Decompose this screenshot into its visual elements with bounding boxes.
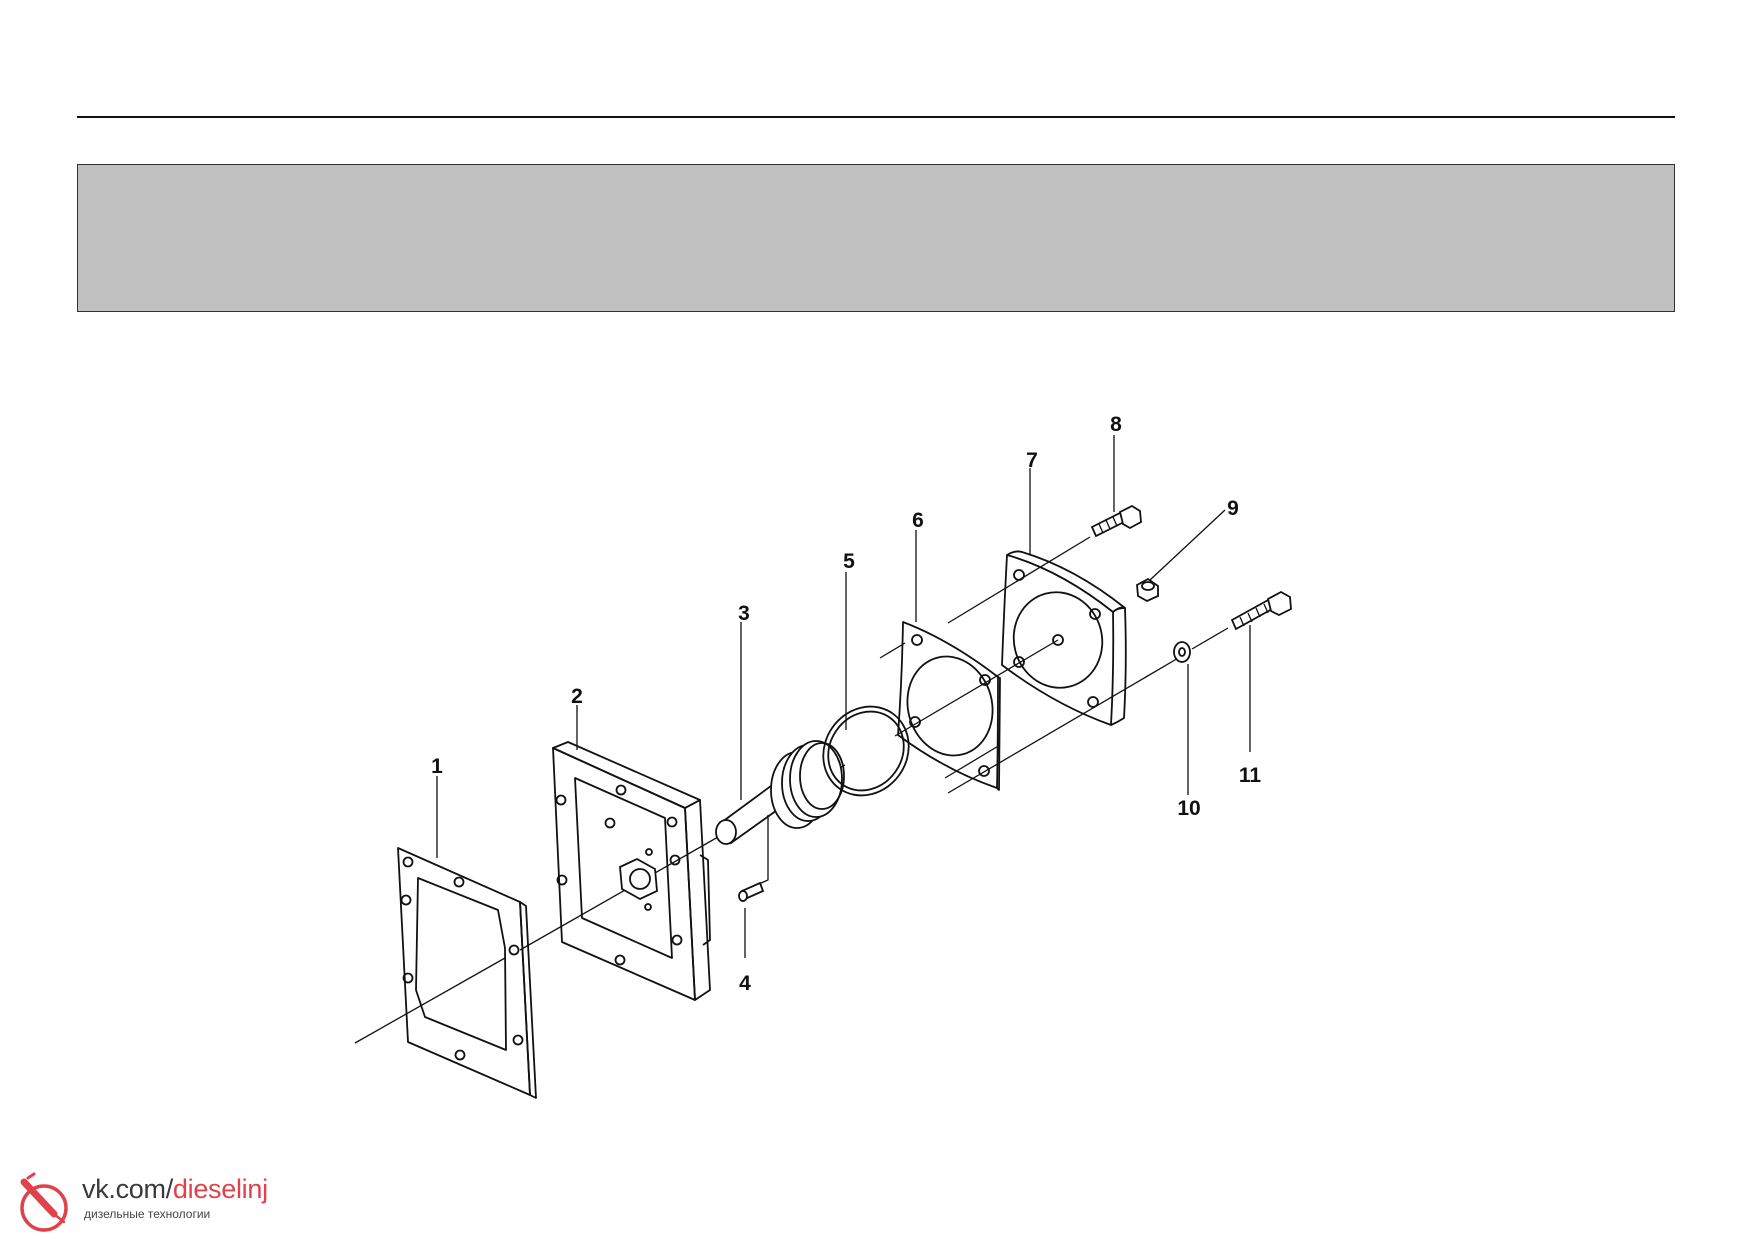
callout-7: 7 (1026, 449, 1038, 472)
part-7-end-cover (1001, 550, 1127, 726)
assembly-axis (354, 957, 506, 1044)
part-1-gasket (397, 847, 537, 1099)
part-6-flat-gasket (897, 621, 1001, 791)
bolt-axis (879, 642, 906, 659)
assembly-axis (894, 639, 1059, 737)
callout-3: 3 (738, 602, 750, 625)
callout-4: 4 (739, 972, 751, 995)
title-band (77, 164, 1675, 312)
callout-6: 6 (912, 509, 924, 532)
watermark-subtitle: дизельные технологии (84, 1207, 211, 1221)
part-9-plug (1136, 577, 1159, 603)
leader-lines (436, 435, 1251, 958)
assembly-axis (519, 832, 726, 951)
callout-2: 2 (571, 685, 583, 708)
watermark: vk.com/dieselinj дизельные технологии (14, 1170, 314, 1234)
watermark-accent: dieselinj (172, 1174, 268, 1204)
callout-11: 11 (1239, 764, 1262, 787)
bolt-axis (1191, 627, 1229, 650)
part-8-bolt (1090, 504, 1142, 538)
callout-5: 5 (843, 550, 855, 573)
callout-10: 10 (1177, 797, 1200, 820)
bolt-axis (944, 744, 1001, 779)
part-11-bolt (1230, 590, 1292, 631)
part-3-piston (715, 740, 845, 888)
part-10-washer (1173, 641, 1191, 663)
callout-1: 1 (431, 755, 443, 778)
part-4-pin (738, 881, 765, 902)
callout-8: 8 (1110, 413, 1122, 436)
watermark-prefix: vk.com/ (82, 1174, 173, 1204)
part-2-cover-plate (552, 741, 711, 1001)
part-5-o-ring (822, 705, 910, 797)
bolt-axis (947, 656, 1181, 794)
callout-9: 9 (1227, 497, 1239, 520)
watermark-url: vk.com/dieselinj (82, 1174, 268, 1205)
header-rule (77, 116, 1675, 118)
injector-logo-icon (20, 1172, 68, 1232)
